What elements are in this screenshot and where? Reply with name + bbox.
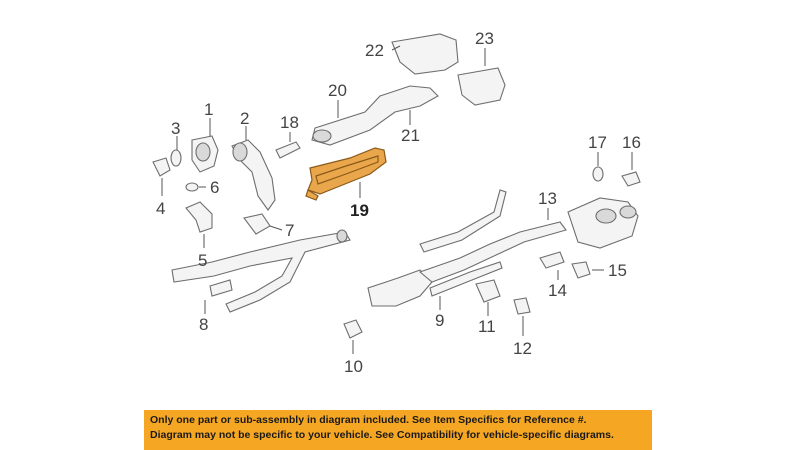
part-8-y-pipe[interactable] xyxy=(171,229,351,314)
disclaimer-line-1: Only one part or sub-assembly in diagram… xyxy=(150,414,587,426)
disclaimer-banner: Only one part or sub-assembly in diagram… xyxy=(144,410,652,450)
part-3-ring[interactable] xyxy=(170,136,182,167)
part-18-clamp[interactable] xyxy=(275,132,301,159)
part-9-intermediate-pipe[interactable] xyxy=(367,189,567,310)
part-23-shield-bracket[interactable] xyxy=(457,48,506,106)
callout-12: 12 xyxy=(513,339,532,358)
callout-21: 21 xyxy=(401,126,420,145)
callout-10: 10 xyxy=(344,357,363,376)
callout-20: 20 xyxy=(328,81,347,100)
callout-7: 7 xyxy=(285,221,294,240)
callout-11: 11 xyxy=(478,317,496,336)
callout-17: 17 xyxy=(588,133,607,152)
callout-2: 2 xyxy=(240,109,249,128)
part-19-heat-shield[interactable] xyxy=(305,147,387,201)
callout-13: 13 xyxy=(538,189,557,208)
callout-14: 14 xyxy=(548,281,567,300)
callout-3: 3 xyxy=(171,119,180,138)
part-11-bracket[interactable] xyxy=(475,279,501,316)
part-5-bracket[interactable] xyxy=(185,201,213,248)
part-22-heat-shield[interactable] xyxy=(391,33,459,75)
callout-16: 16 xyxy=(622,133,641,152)
disclaimer-line-2: Diagram may not be specific to your vehi… xyxy=(150,429,614,441)
callout-4: 4 xyxy=(156,199,165,218)
part-7-clamp[interactable] xyxy=(243,213,283,235)
part-14-bracket[interactable] xyxy=(539,251,565,280)
part-2-pipe[interactable] xyxy=(231,126,276,211)
part-10-hanger[interactable] xyxy=(343,319,363,354)
callout-9: 9 xyxy=(435,311,444,330)
callout-23: 23 xyxy=(475,29,494,48)
part-4-hanger[interactable] xyxy=(152,157,171,196)
callout-22: 22 xyxy=(365,41,384,60)
part-20-front-pipe[interactable] xyxy=(311,85,439,146)
part-15-hanger[interactable] xyxy=(571,261,604,279)
callout-18: 18 xyxy=(280,113,299,132)
part-17-ring[interactable] xyxy=(592,152,604,182)
callout-8: 8 xyxy=(199,315,208,334)
callout-6: 6 xyxy=(210,178,219,197)
part-16-clamp[interactable] xyxy=(621,152,641,187)
callout-5: 5 xyxy=(198,251,207,270)
callout-19: 19 xyxy=(350,201,369,220)
part-12-hanger[interactable] xyxy=(513,297,531,336)
part-6-gasket[interactable] xyxy=(185,182,206,192)
callout-15: 15 xyxy=(608,261,627,280)
part-13-rear-muffler[interactable] xyxy=(547,197,639,249)
part-1-flange[interactable] xyxy=(191,118,219,173)
callout-1: 1 xyxy=(204,100,213,119)
